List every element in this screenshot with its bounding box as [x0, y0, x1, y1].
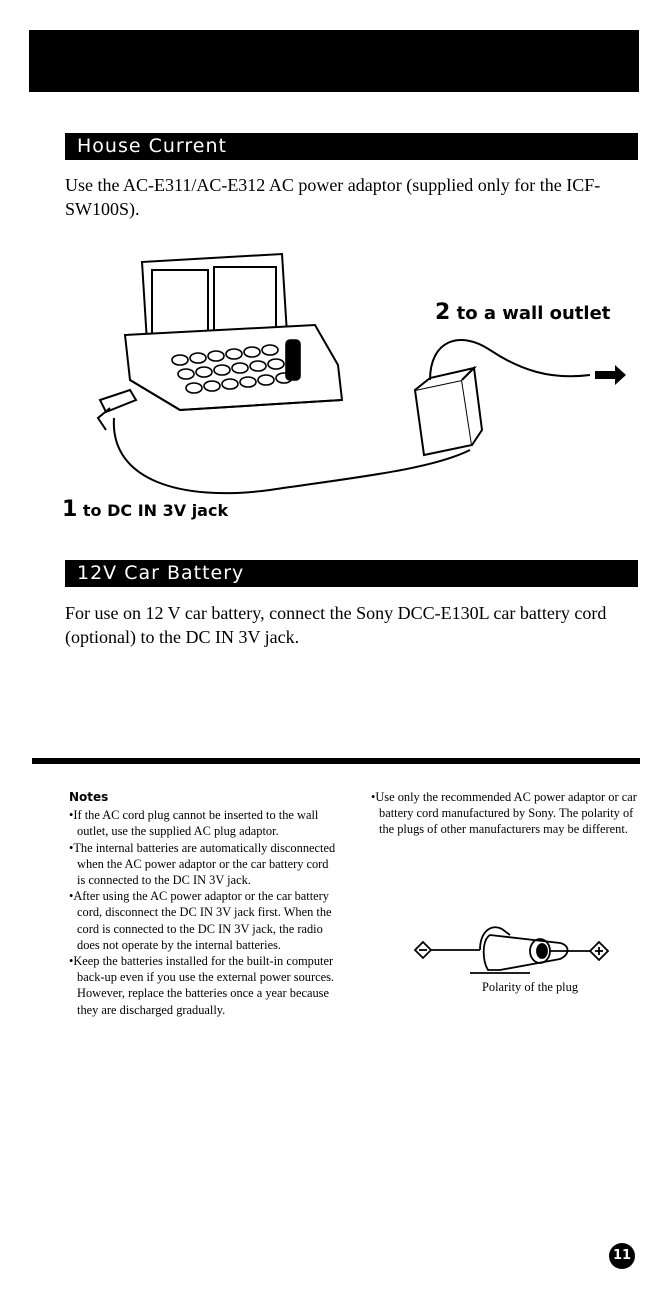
adaptor-connection-illustration — [96, 252, 626, 495]
note-item: •If the AC cord plug cannot be inserted … — [69, 808, 319, 839]
callout-dc-jack: 1 to DC IN 3V jack — [62, 497, 228, 522]
callout-wall-number: 2 — [435, 300, 451, 325]
note-item: •Keep the batteries installed for the bu… — [69, 954, 335, 1017]
note-item: •After using the AC power adaptor or the… — [69, 889, 332, 952]
divider-rule — [32, 758, 640, 764]
house-current-text: Use the AC-E311/AC-E312 AC power adaptor… — [65, 175, 601, 219]
header-bar — [29, 30, 639, 92]
positive-terminal-icon — [588, 940, 610, 962]
notes-title: Notes — [69, 790, 109, 804]
section-heading-car-battery: 12V Car Battery — [65, 560, 638, 587]
callout-jack-number: 1 — [62, 497, 78, 522]
notes-column-right: •Use only the recommended AC power adapt… — [371, 789, 641, 838]
note-item: •The internal batteries are automaticall… — [69, 840, 336, 888]
callout-jack-label: to DC IN 3V jack — [82, 501, 229, 520]
note-item: •Use only the recommended AC power adapt… — [371, 790, 637, 837]
arrow-right-icon — [595, 365, 626, 385]
callout-wall-label: to a wall outlet — [456, 303, 611, 324]
notes-column-left: Notes •If the AC cord plug cannot be ins… — [69, 789, 339, 1018]
plug-polarity-diagram — [413, 926, 610, 974]
section-heading-house-current: House Current — [65, 133, 638, 160]
callout-wall-outlet: 2 to a wall outlet — [435, 300, 610, 325]
page-number-badge: 11 — [609, 1243, 635, 1269]
plug-caption: Polarity of the plug — [482, 980, 579, 994]
car-battery-text: For use on 12 V car battery, connect the… — [65, 603, 607, 647]
